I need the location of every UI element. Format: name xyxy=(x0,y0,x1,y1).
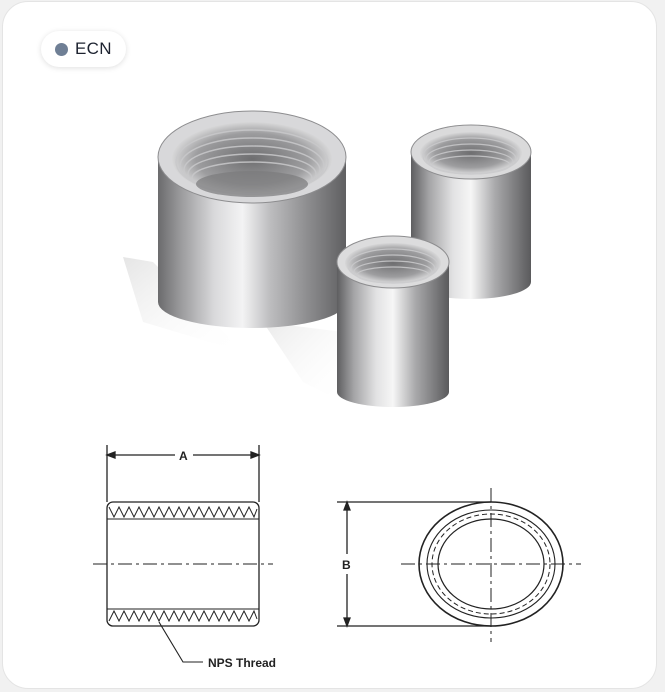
large-coupling xyxy=(157,110,347,328)
ecn-badge[interactable]: ECN xyxy=(41,31,126,67)
dimension-b-label: B xyxy=(342,558,351,572)
dimension-a-label: A xyxy=(179,449,188,463)
status-dot-icon xyxy=(55,42,68,56)
coupling-product-image xyxy=(123,110,532,407)
side-view-drawing xyxy=(93,445,273,663)
nps-thread-label: NPS Thread xyxy=(208,656,276,670)
badge-label: ECN xyxy=(75,39,112,58)
small-coupling xyxy=(336,235,450,407)
product-card: ECN xyxy=(2,1,657,689)
coupling-technical-drawing: A B NPS Thread xyxy=(93,445,581,670)
end-view-drawing xyxy=(337,488,581,642)
